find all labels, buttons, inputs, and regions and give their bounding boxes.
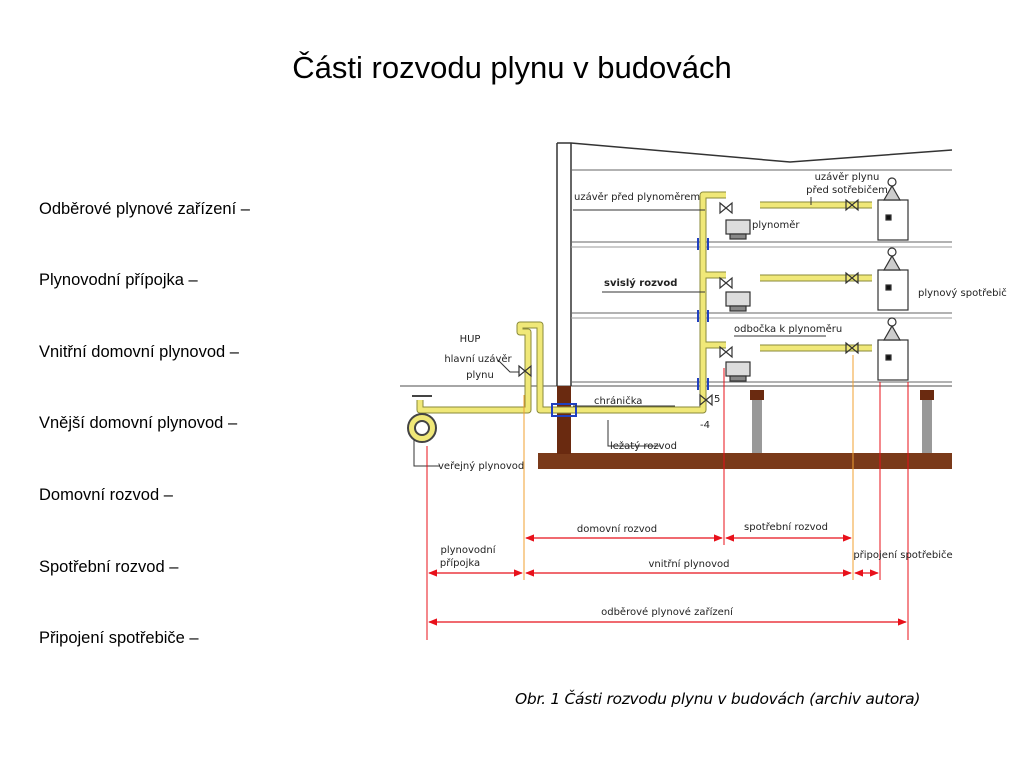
label-dim-spotrebni: spotřební rozvod xyxy=(744,521,828,533)
label-num-4: -4 xyxy=(700,420,710,431)
label-dim-pripojeni: připojení spotřebiče xyxy=(853,549,952,561)
term-vnejsi-plynovod: Vnější domovní plynovod – xyxy=(39,414,238,432)
page-title: Části rozvodu plynu v budovách xyxy=(292,50,732,85)
term-spotrebni-rozvod: Spotřební rozvod – xyxy=(39,558,179,576)
gas-distribution-diagram: HUP hlavní uzávěr plynu uzávěr před plyn… xyxy=(400,142,1007,640)
label-dim-odberove: odběrové plynové zařízení xyxy=(601,606,734,618)
label-hup-plynu: plynu xyxy=(466,370,494,381)
label-hup: HUP xyxy=(460,334,481,345)
term-odberove-zarizeni: Odběrové plynové zařízení – xyxy=(39,200,250,218)
label-dim-pripojka-2: přípojka xyxy=(440,557,480,569)
label-odbocka: odbočka k plynoměru xyxy=(734,323,842,335)
label-svisly-rozvod: svislý rozvod xyxy=(604,277,677,289)
label-dim-vnitrni: vnitřní plynovod xyxy=(648,558,729,570)
public-gas-main xyxy=(407,395,437,443)
dimension-guides xyxy=(426,355,909,640)
label-dim-pripojka-1: plynovodní xyxy=(441,544,497,556)
dimension-arrows xyxy=(428,534,907,626)
gas-meter-icons xyxy=(725,219,751,382)
label-uzaver-plynu: uzávěr plynu xyxy=(815,171,880,183)
label-pred-spotrebicem: před sotřebičem xyxy=(806,184,888,196)
term-vnitrni-plynovod: Vnitřní domovní plynovod – xyxy=(39,343,239,361)
gas-pipes xyxy=(416,191,872,414)
term-domovni-rozvod: Domovní rozvod – xyxy=(39,486,173,504)
label-dim-domovni: domovní rozvod xyxy=(577,523,657,535)
valve-icons xyxy=(518,198,859,407)
gas-appliance-icons xyxy=(877,177,909,381)
label-verejny-plynovod: veřejný plynovod xyxy=(438,460,524,472)
label-chranicka: chránička xyxy=(594,395,642,407)
building-outline xyxy=(556,142,953,386)
label-uzaver-pred-plynomerem: uzávěr před plynoměrem xyxy=(574,191,700,203)
diagram-labels: HUP hlavní uzávěr plynu uzávěr před plyn… xyxy=(438,171,1007,618)
ground-slab xyxy=(400,385,952,469)
term-plynovodni-pripojka: Plynovodní přípojka – xyxy=(39,271,198,289)
leader-lines xyxy=(413,197,826,467)
label-hup-desc: hlavní uzávěr xyxy=(444,353,512,365)
label-num-5: 5 xyxy=(714,394,720,405)
term-pripojeni-spotrebice: Připojení spotřebiče – xyxy=(39,629,199,647)
figure-caption: Obr. 1 Části rozvodu plynu v budovách (a… xyxy=(515,690,921,708)
label-plynomer: plynoměr xyxy=(752,219,800,231)
label-lezaty-rozvod: ležatý rozvod xyxy=(610,440,677,452)
label-plynovy-spotrebic: plynový spotřebič xyxy=(918,287,1007,299)
sleeve-clamps xyxy=(551,238,709,417)
